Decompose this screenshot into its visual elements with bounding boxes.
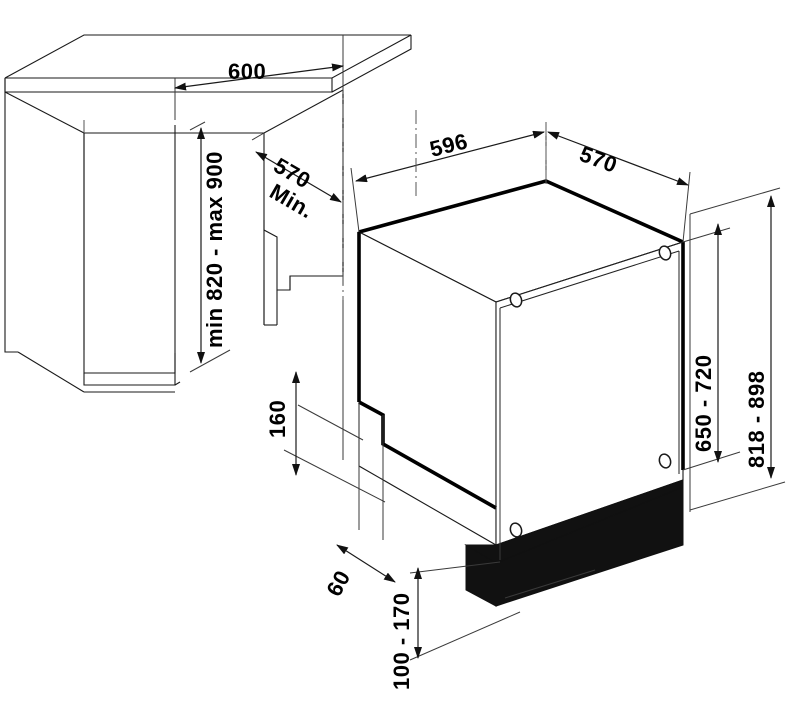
dim-650-ext-bottom <box>682 451 741 471</box>
dim-100-ext-bottom <box>409 611 521 661</box>
cabinet-left-bottom-recede <box>17 351 85 393</box>
label-650-720: 650 - 720 <box>691 355 716 452</box>
kitchen-cabinet-niche <box>4 34 412 393</box>
dim-160-ext-bottom <box>283 449 386 503</box>
cabinet-partition-top-recede <box>263 89 344 134</box>
dim-160-ext-top <box>297 404 364 441</box>
dim-h-ext-top <box>189 121 206 131</box>
dim-570-ext-right <box>682 171 691 243</box>
label-cabinet-height: min 820 - max 900 <box>202 151 227 348</box>
dishwasher-body <box>357 179 685 607</box>
dimension-cabinet-height: min 820 - max 900 <box>189 121 231 373</box>
door-hole-bottom-left <box>509 522 523 538</box>
label-600: 600 <box>228 59 266 84</box>
cabinet-partition-bottom-notch <box>276 272 343 291</box>
label-818-898: 818 - 898 <box>744 371 769 468</box>
cabinet-worktop-right-edge <box>331 35 412 93</box>
cabinet-left-foot <box>4 340 18 353</box>
cabinet-partition-notch <box>263 220 278 272</box>
dim-596-ext-left <box>350 167 360 233</box>
dim-596-line <box>355 130 545 183</box>
cabinet-worktop-front-edge <box>4 78 333 93</box>
door-hole-bottom-right <box>658 453 672 469</box>
label-596: 596 <box>427 128 470 162</box>
dimension-570-min: 570 Min. <box>251 80 344 223</box>
aux-ext-plinth-bottom <box>504 569 596 599</box>
dimension-650-720: 650 - 720 <box>682 223 741 471</box>
dim-818-ext-top <box>689 187 781 215</box>
dim-650-ext-top <box>682 227 731 243</box>
label-160: 160 <box>265 400 290 438</box>
dishwasher-door-top-inset <box>499 250 680 309</box>
dimension-600: 600 <box>174 35 344 120</box>
dim-h-ext-bottom <box>189 349 231 373</box>
cabinet-inner-left-edge <box>4 91 85 350</box>
dim-100-ext-top <box>409 561 501 574</box>
dimension-818-898: 818 - 898 <box>689 187 786 511</box>
door-hole-top-right <box>658 245 672 261</box>
cabinet-worktop-top-face <box>4 34 412 79</box>
dim-570min-ext-a <box>251 132 265 141</box>
cabinet-door-front-panel <box>83 125 176 374</box>
label-100-170: 100 - 170 <box>389 593 414 690</box>
cabinet-plinth-right-taper <box>174 381 181 386</box>
dishwasher-plinth-top-bevel <box>464 479 684 564</box>
label-60: 60 <box>321 566 355 600</box>
cabinet-plinth-band <box>83 373 176 386</box>
dimension-100-170: 100 - 170 <box>389 561 521 690</box>
dim-818-ext-bottom <box>689 481 786 511</box>
dim-600-line <box>174 63 344 91</box>
dim-60-line <box>336 544 396 583</box>
dimension-160: 160 <box>265 371 386 503</box>
dim-570min-line <box>255 151 342 203</box>
dishwasher-door-top-edge <box>495 241 684 303</box>
dim-570-appliance-line <box>547 131 689 186</box>
label-570-appliance: 570 <box>576 141 620 178</box>
door-hole-top-left <box>509 292 523 308</box>
